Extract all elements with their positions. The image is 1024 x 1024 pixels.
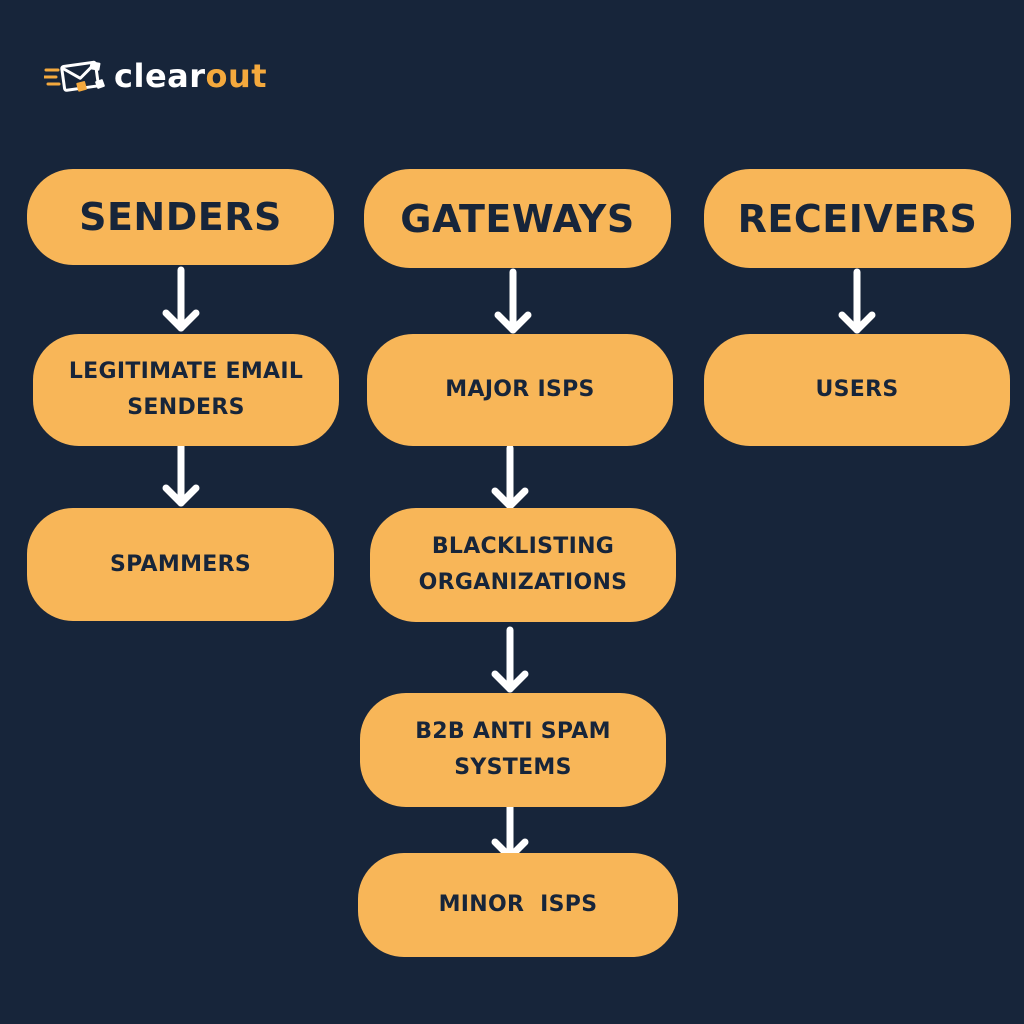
arrow-b2b-to-minor-isps — [491, 796, 529, 861]
major-isps-label: MAJOR ISPS — [445, 377, 595, 402]
gateways-header: GATEWAYS — [364, 169, 671, 268]
envelope-speed-icon — [44, 60, 105, 92]
users-label: USERS — [815, 377, 899, 402]
logo-text-clear: clear — [114, 57, 206, 95]
arrow-gateways-to-major-isps — [494, 268, 532, 334]
legitimate-email-senders-label: LEGITIMATE EMAIL SENDERS — [68, 359, 304, 420]
b2b-anti-spam-systems-label: B2B ANTI SPAM SYSTEMS — [415, 719, 611, 780]
blacklisting-organizations-node: BLACKLISTING ORGANIZATIONS — [370, 508, 676, 622]
logo-text-out: out — [205, 57, 268, 95]
blacklisting-organizations-label: BLACKLISTING ORGANIZATIONS — [418, 534, 628, 595]
senders-header: SENDERS — [27, 169, 334, 265]
major-isps-node: MAJOR ISPS — [367, 334, 673, 446]
b2b-anti-spam-systems-node: B2B ANTI SPAM SYSTEMS — [360, 693, 666, 807]
arrow-major-isps-to-blacklisting — [491, 444, 529, 510]
logo-wordmark: clearout — [114, 60, 267, 92]
minor-isps-node: MINOR ISPS — [358, 853, 678, 957]
arrow-legitimate-to-spammers — [162, 442, 200, 507]
receivers-header: RECEIVERS — [704, 169, 1011, 268]
users-node: USERS — [704, 334, 1010, 446]
spammers-node: SPAMMERS — [27, 508, 334, 621]
minor-isps-label: MINOR ISPS — [438, 892, 598, 917]
senders-header-label: SENDERS — [79, 195, 282, 239]
legitimate-email-senders-node: LEGITIMATE EMAIL SENDERS — [33, 334, 339, 446]
spammers-label: SPAMMERS — [110, 551, 251, 577]
clearout-logo: clearout — [44, 54, 267, 98]
arrow-blacklisting-to-b2b — [491, 626, 529, 693]
arrow-senders-to-legitimate — [162, 266, 200, 332]
arrow-receivers-to-users — [838, 268, 876, 334]
receivers-header-label: RECEIVERS — [737, 196, 978, 241]
gateways-header-label: GATEWAYS — [400, 196, 635, 241]
